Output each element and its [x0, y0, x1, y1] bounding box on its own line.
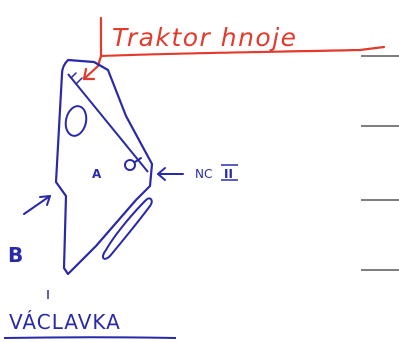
name-underline — [3, 336, 177, 339]
strip-feature — [102, 197, 153, 260]
small-circle-marker — [124, 159, 136, 171]
left-arrow-head — [39, 195, 51, 206]
label-nc: NC — [195, 167, 212, 181]
title-text: Traktor hnoje — [112, 23, 298, 52]
label-a: A — [92, 167, 102, 181]
nc-arrow-head — [157, 167, 166, 181]
plot-outline — [54, 58, 154, 276]
oval-feature — [64, 105, 88, 137]
plot-detail-mark — [70, 72, 83, 85]
label-b: B — [8, 243, 24, 267]
title-pointer-line — [82, 16, 103, 81]
title-pointer-arrowhead — [82, 67, 96, 81]
title-underline — [99, 45, 386, 58]
label-nc-numeral: II — [224, 167, 233, 181]
name-text: VÁCLAVKA — [9, 310, 121, 334]
left-arrow-shaft — [23, 195, 51, 215]
plot-divider-line — [67, 73, 149, 173]
small-circle-tick — [134, 157, 142, 163]
